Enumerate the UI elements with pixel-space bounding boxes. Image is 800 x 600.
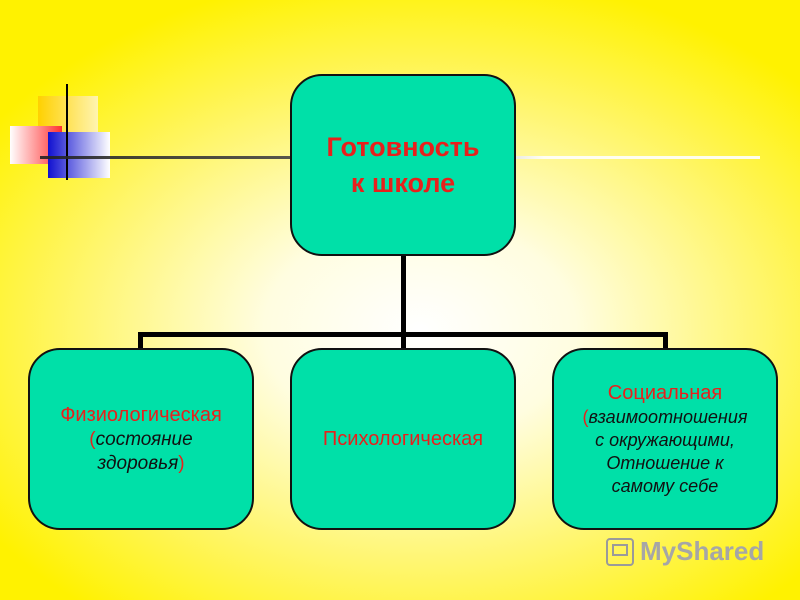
- physiological-sub-line1: (состояние: [89, 428, 192, 452]
- node-social: Социальная (взаимоотношения с окружающим…: [552, 348, 778, 530]
- physiological-close-paren: ): [178, 452, 185, 474]
- physiological-sub-line2: здоровья): [97, 452, 184, 476]
- physiological-sub-text1: состояние: [95, 428, 193, 450]
- social-label: Социальная: [607, 381, 723, 404]
- connector-to-physiological: [138, 332, 143, 348]
- decor-blue-square: [48, 132, 110, 178]
- root-title-line2: к школе: [350, 168, 456, 198]
- physiological-label: Физиологическая: [60, 403, 222, 426]
- physiological-open-paren: (: [89, 428, 96, 450]
- node-psychological: Психологическая: [290, 348, 516, 530]
- social-line1-text: взаимоотношения: [588, 406, 748, 427]
- social-line2: с окружающими,: [595, 429, 735, 450]
- social-line3: Отношение к: [606, 452, 724, 473]
- social-open-paren: (: [582, 406, 589, 427]
- watermark-text: MyShared: [640, 536, 765, 566]
- decor-vertical-line: [66, 84, 68, 180]
- node-physiological: Физиологическая (состояние здоровья): [28, 348, 254, 530]
- watermark: MyShared: [606, 536, 764, 567]
- root-title-line1: Готовность: [326, 132, 480, 162]
- physiological-sub-text2: здоровья: [97, 452, 179, 474]
- connector-to-social: [663, 332, 668, 348]
- connector-root-down: [401, 256, 406, 336]
- presentation-icon: [606, 537, 634, 566]
- social-line4: самому себе: [611, 475, 719, 496]
- psychological-label: Психологическая: [322, 427, 484, 450]
- connector-to-psychological: [401, 332, 406, 348]
- social-line1: (взаимоотношения: [583, 406, 748, 429]
- root-node-school-readiness: Готовность к школе: [290, 74, 516, 256]
